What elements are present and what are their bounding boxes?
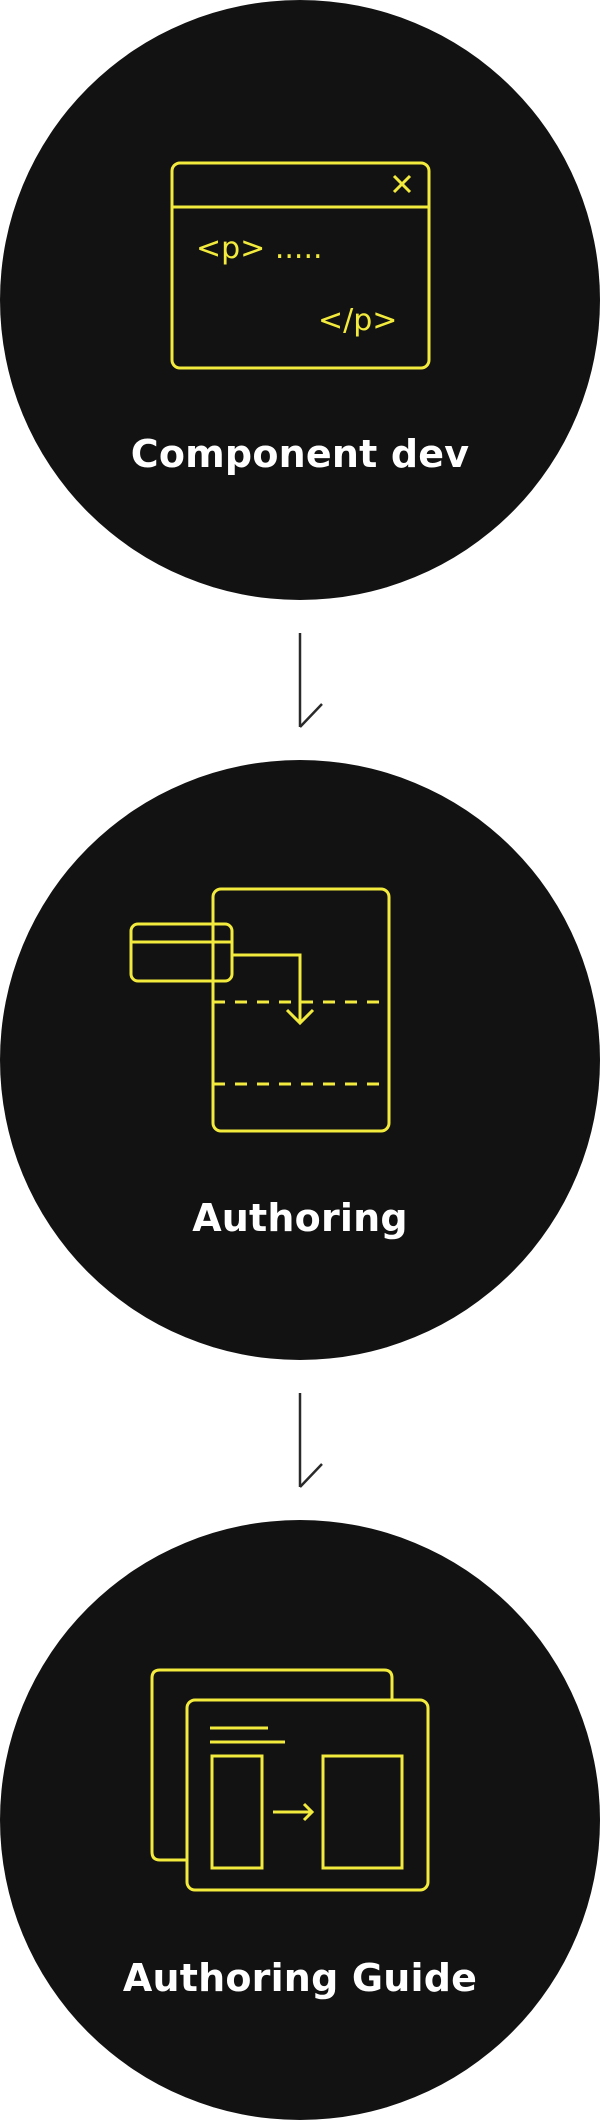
step-authoring-guide: Authoring Guide — [0, 1520, 600, 2120]
step-label: Authoring Guide — [122, 1956, 478, 2000]
guide-pages-icon — [150, 1668, 430, 1892]
down-arrow-icon — [298, 1393, 323, 1488]
step-authoring: Authoring — [0, 760, 600, 1360]
code-open-tag: <p> ..... — [196, 231, 323, 266]
drag-component-icon — [129, 887, 391, 1133]
code-close-tag: </p> — [318, 303, 397, 338]
down-arrow-icon — [298, 633, 323, 728]
step-label: Component dev — [130, 432, 470, 476]
step-label: Authoring — [192, 1196, 408, 1240]
step-component-dev: <p> ..... </p> Component dev — [0, 0, 600, 600]
code-window-icon: <p> ..... </p> — [170, 161, 431, 370]
